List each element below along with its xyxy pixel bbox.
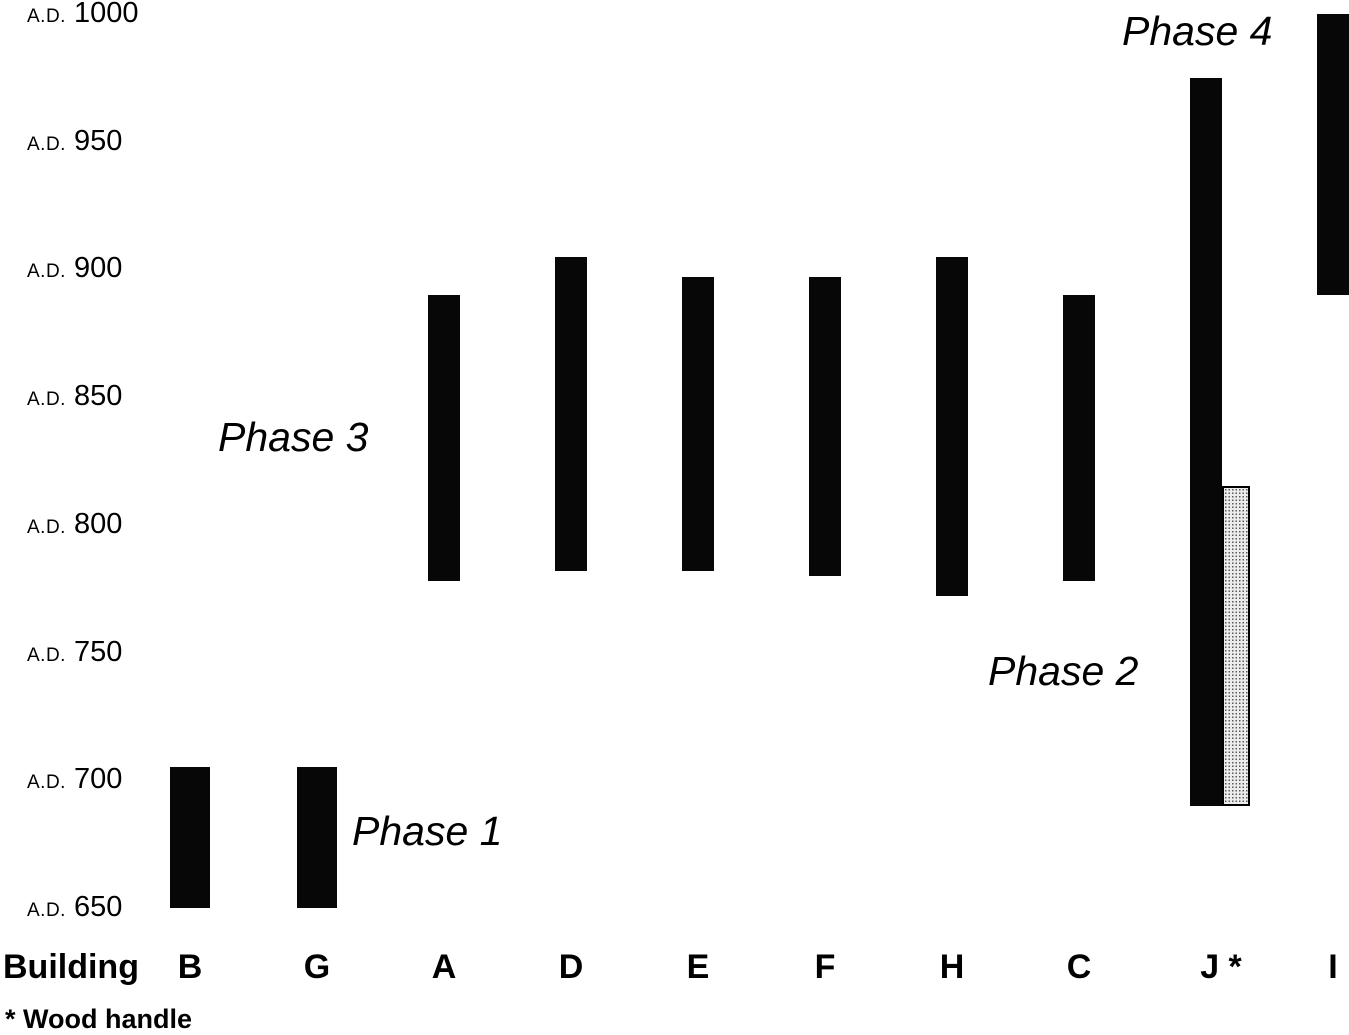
y-tick-value: 750 [73, 635, 123, 668]
range-bar-building-I [1317, 14, 1349, 295]
y-tick-value: 850 [73, 380, 123, 413]
range-bar-building-H [936, 256, 968, 597]
range-bar-building-C [1063, 294, 1095, 581]
range-bar-building-J-wood-handle [1222, 486, 1250, 806]
x-axis-label-H: H [939, 948, 965, 986]
y-tick-value: 700 [73, 763, 123, 796]
y-axis-tick-650: A.D. 650 [27, 891, 122, 925]
range-bar-building-F [809, 277, 841, 576]
annotation-phase-1: Phase 1 [352, 808, 503, 854]
x-axis-label-G: G [303, 948, 331, 986]
range-bar-building-J [1190, 77, 1222, 806]
x-axis-label-B: B [177, 948, 203, 986]
annotation-phase-3: Phase 3 [218, 414, 369, 460]
annotation-phase-4: Phase 4 [1122, 8, 1273, 54]
y-axis-tick-900: A.D. 900 [27, 252, 122, 286]
x-axis-label-E: E [686, 948, 710, 986]
x-axis-label-A: A [431, 948, 457, 986]
range-bar-building-E [682, 277, 714, 571]
y-axis-tick-850: A.D. 850 [27, 380, 122, 414]
y-tick-value: 900 [73, 252, 123, 285]
x-axis-label-C: C [1066, 948, 1092, 986]
x-axis-label-F: F [814, 948, 836, 986]
range-bar-building-G [297, 767, 337, 908]
y-tick-value: 800 [73, 507, 123, 540]
y-axis-tick-1000: A.D. 1000 [27, 0, 138, 31]
y-tick-prefix: A.D. [27, 772, 66, 794]
y-tick-value: 950 [73, 124, 123, 157]
x-axis-label-I: I [1328, 948, 1338, 986]
y-axis-tick-750: A.D. 750 [27, 636, 122, 670]
y-tick-value: 650 [73, 890, 123, 923]
y-tick-value: 1000 [73, 0, 139, 29]
y-tick-prefix: A.D. [27, 516, 66, 538]
y-tick-prefix: A.D. [27, 261, 66, 283]
x-axis: Building B G A D E F H C J * I [0, 946, 1349, 998]
y-axis-tick-700: A.D. 700 [27, 763, 122, 797]
range-bar-building-A [428, 294, 460, 581]
x-axis-label-J: J * [1200, 948, 1242, 986]
footnote: * Wood handle [5, 1004, 192, 1034]
y-tick-prefix: A.D. [27, 389, 66, 411]
y-axis-tick-950: A.D. 950 [27, 125, 122, 159]
y-tick-prefix: A.D. [27, 133, 66, 155]
y-tick-prefix: A.D. [27, 899, 66, 921]
x-axis-title: Building [3, 948, 139, 986]
x-axis-label-D: D [558, 948, 584, 986]
annotation-phase-2: Phase 2 [988, 648, 1139, 694]
range-bar-building-B [170, 767, 210, 908]
y-tick-prefix: A.D. [27, 6, 66, 27]
y-tick-prefix: A.D. [27, 644, 66, 666]
y-axis-tick-800: A.D. 800 [27, 508, 122, 542]
range-bar-building-D [555, 256, 587, 571]
